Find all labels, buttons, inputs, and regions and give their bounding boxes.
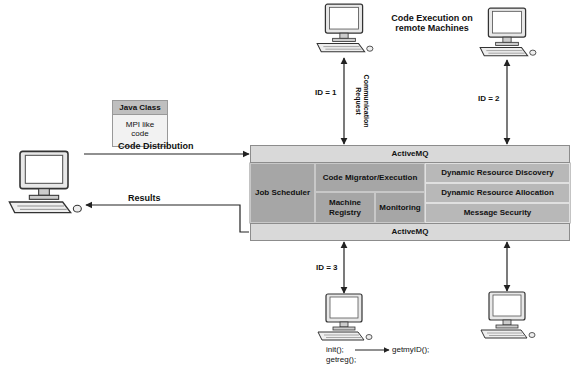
service-box: Monitoring xyxy=(375,192,425,223)
id-label: ID = 3 xyxy=(316,263,338,272)
box-label: Monitoring xyxy=(377,203,422,212)
arrow-label: Results xyxy=(128,193,161,203)
flow-arrow xyxy=(84,153,249,154)
services-block xyxy=(250,163,570,223)
service-box: Message Security xyxy=(425,203,570,223)
box-label: Code Migrator/Execution xyxy=(321,173,420,182)
computer-icon xyxy=(481,292,535,338)
service-box: Job Scheduler xyxy=(250,163,315,223)
id-label: ID = 2 xyxy=(478,94,500,103)
box-label: Dynamic Resource Allocation xyxy=(439,188,556,197)
call-arrow xyxy=(355,350,389,351)
computer-icon xyxy=(9,151,81,212)
message-broker-band: ActiveMQ xyxy=(250,223,570,241)
heading-label: Code Execution on remote Machines xyxy=(384,13,480,34)
box-label: Dynamic Resource Discovery xyxy=(439,168,556,177)
computer-icon xyxy=(318,294,372,340)
service-box: Code Migrator/Execution xyxy=(315,163,425,192)
link-arrow xyxy=(343,242,344,293)
computer-icon xyxy=(317,4,373,52)
link-arrow xyxy=(506,60,507,144)
service-box: Machine Registry xyxy=(315,192,375,223)
box-label: Machine Registry xyxy=(316,198,374,216)
class-header: Java Class xyxy=(113,101,167,115)
box-label: Job Scheduler xyxy=(253,188,312,197)
class-box: Java ClassMPI like code xyxy=(112,100,168,147)
arrow-label: Communication Request xyxy=(354,71,370,131)
link-arrow xyxy=(343,58,344,144)
box-label: ActiveMQ xyxy=(390,149,431,158)
id-label: ID = 1 xyxy=(315,88,337,97)
code-label: getreg(); xyxy=(326,355,356,364)
arrow-label: Code Distribution xyxy=(118,141,194,151)
service-box: Dynamic Resource Allocation xyxy=(425,183,570,203)
flow-arrow xyxy=(86,205,249,232)
computer-icon xyxy=(480,8,536,56)
message-broker-band: ActiveMQ xyxy=(250,145,570,163)
service-box: Dynamic Resource Discovery xyxy=(425,163,570,183)
box-label: ActiveMQ xyxy=(390,227,431,236)
code-label: init(); xyxy=(326,345,344,354)
link-arrow xyxy=(506,242,507,291)
box-label: Message Security xyxy=(462,208,534,217)
code-label: getmyID(); xyxy=(392,345,429,354)
